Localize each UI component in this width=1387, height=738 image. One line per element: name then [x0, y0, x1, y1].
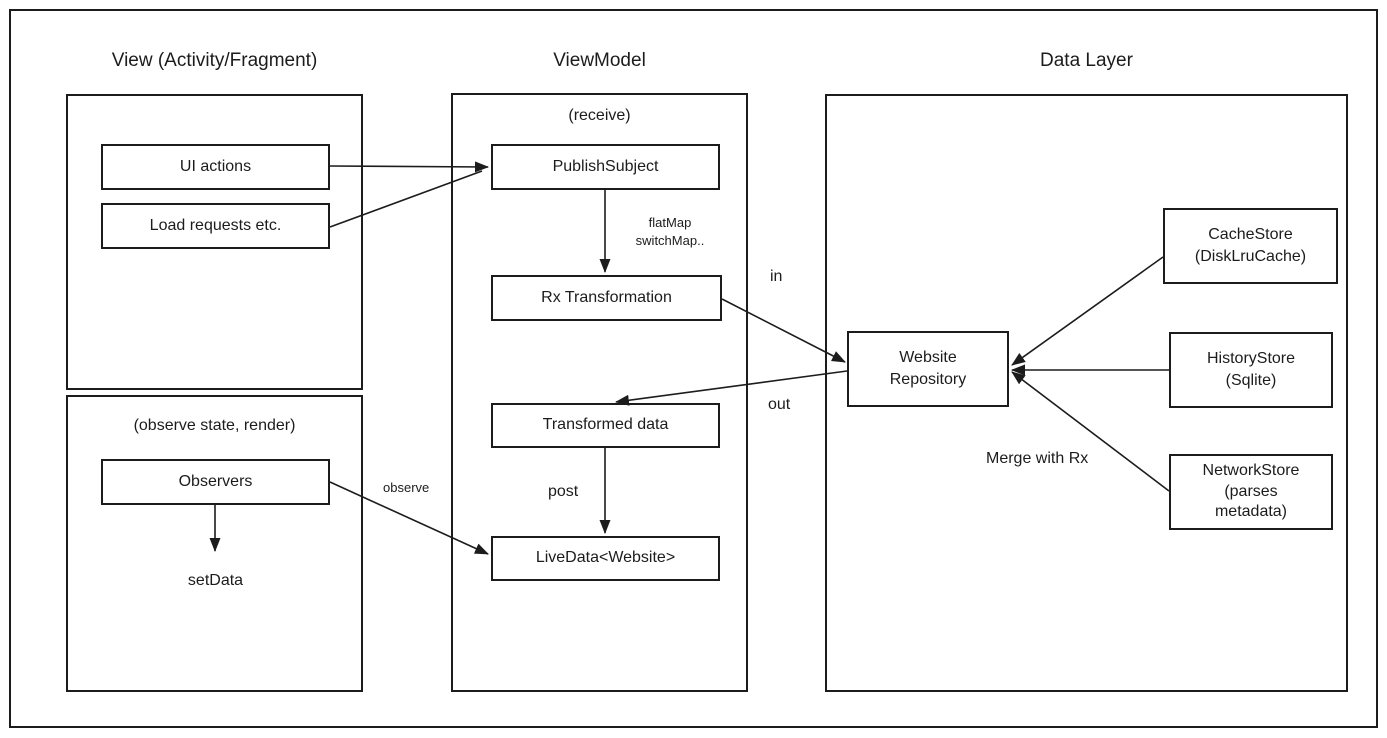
post-label: post — [548, 483, 579, 500]
website-repository-box: Website Repository — [847, 331, 1009, 407]
observe-state-render-note: (observe state, render) — [133, 417, 296, 434]
outer-frame — [9, 9, 1378, 728]
transformed-data-box: Transformed data — [491, 403, 720, 448]
receive-note: (receive) — [568, 107, 631, 124]
flatmap-label: flatMap — [648, 215, 692, 230]
observe-label: observe — [383, 480, 430, 495]
in-label: in — [770, 268, 783, 285]
view-column-title: View (Activity/Fragment) — [111, 50, 318, 71]
view-column-top-section — [66, 94, 363, 390]
rx-transformation-box: Rx Transformation — [491, 275, 722, 321]
flatmap-switchmap-label: flatMap switchMap.. — [610, 214, 730, 250]
historystore-box: HistoryStore (Sqlite) — [1169, 332, 1333, 408]
setdata-label: setData — [187, 572, 244, 589]
publishsubject-box: PublishSubject — [491, 144, 720, 190]
data-layer-column-title: Data Layer — [1040, 50, 1133, 71]
viewmodel-column-title: ViewModel — [553, 50, 646, 71]
merge-with-rx-label: Merge with Rx — [986, 450, 1089, 467]
cachestore-box: CacheStore (DiskLruCache) — [1163, 208, 1338, 284]
networkstore-box: NetworkStore (parses metadata) — [1169, 454, 1333, 530]
ui-actions-box: UI actions — [101, 144, 330, 190]
load-requests-box: Load requests etc. — [101, 203, 330, 249]
view-column-bottom-section — [66, 395, 363, 692]
observers-box: Observers — [101, 459, 330, 505]
livedata-website-box: LiveData<Website> — [491, 536, 720, 581]
out-label: out — [768, 396, 791, 413]
switchmap-label: switchMap.. — [635, 233, 705, 248]
